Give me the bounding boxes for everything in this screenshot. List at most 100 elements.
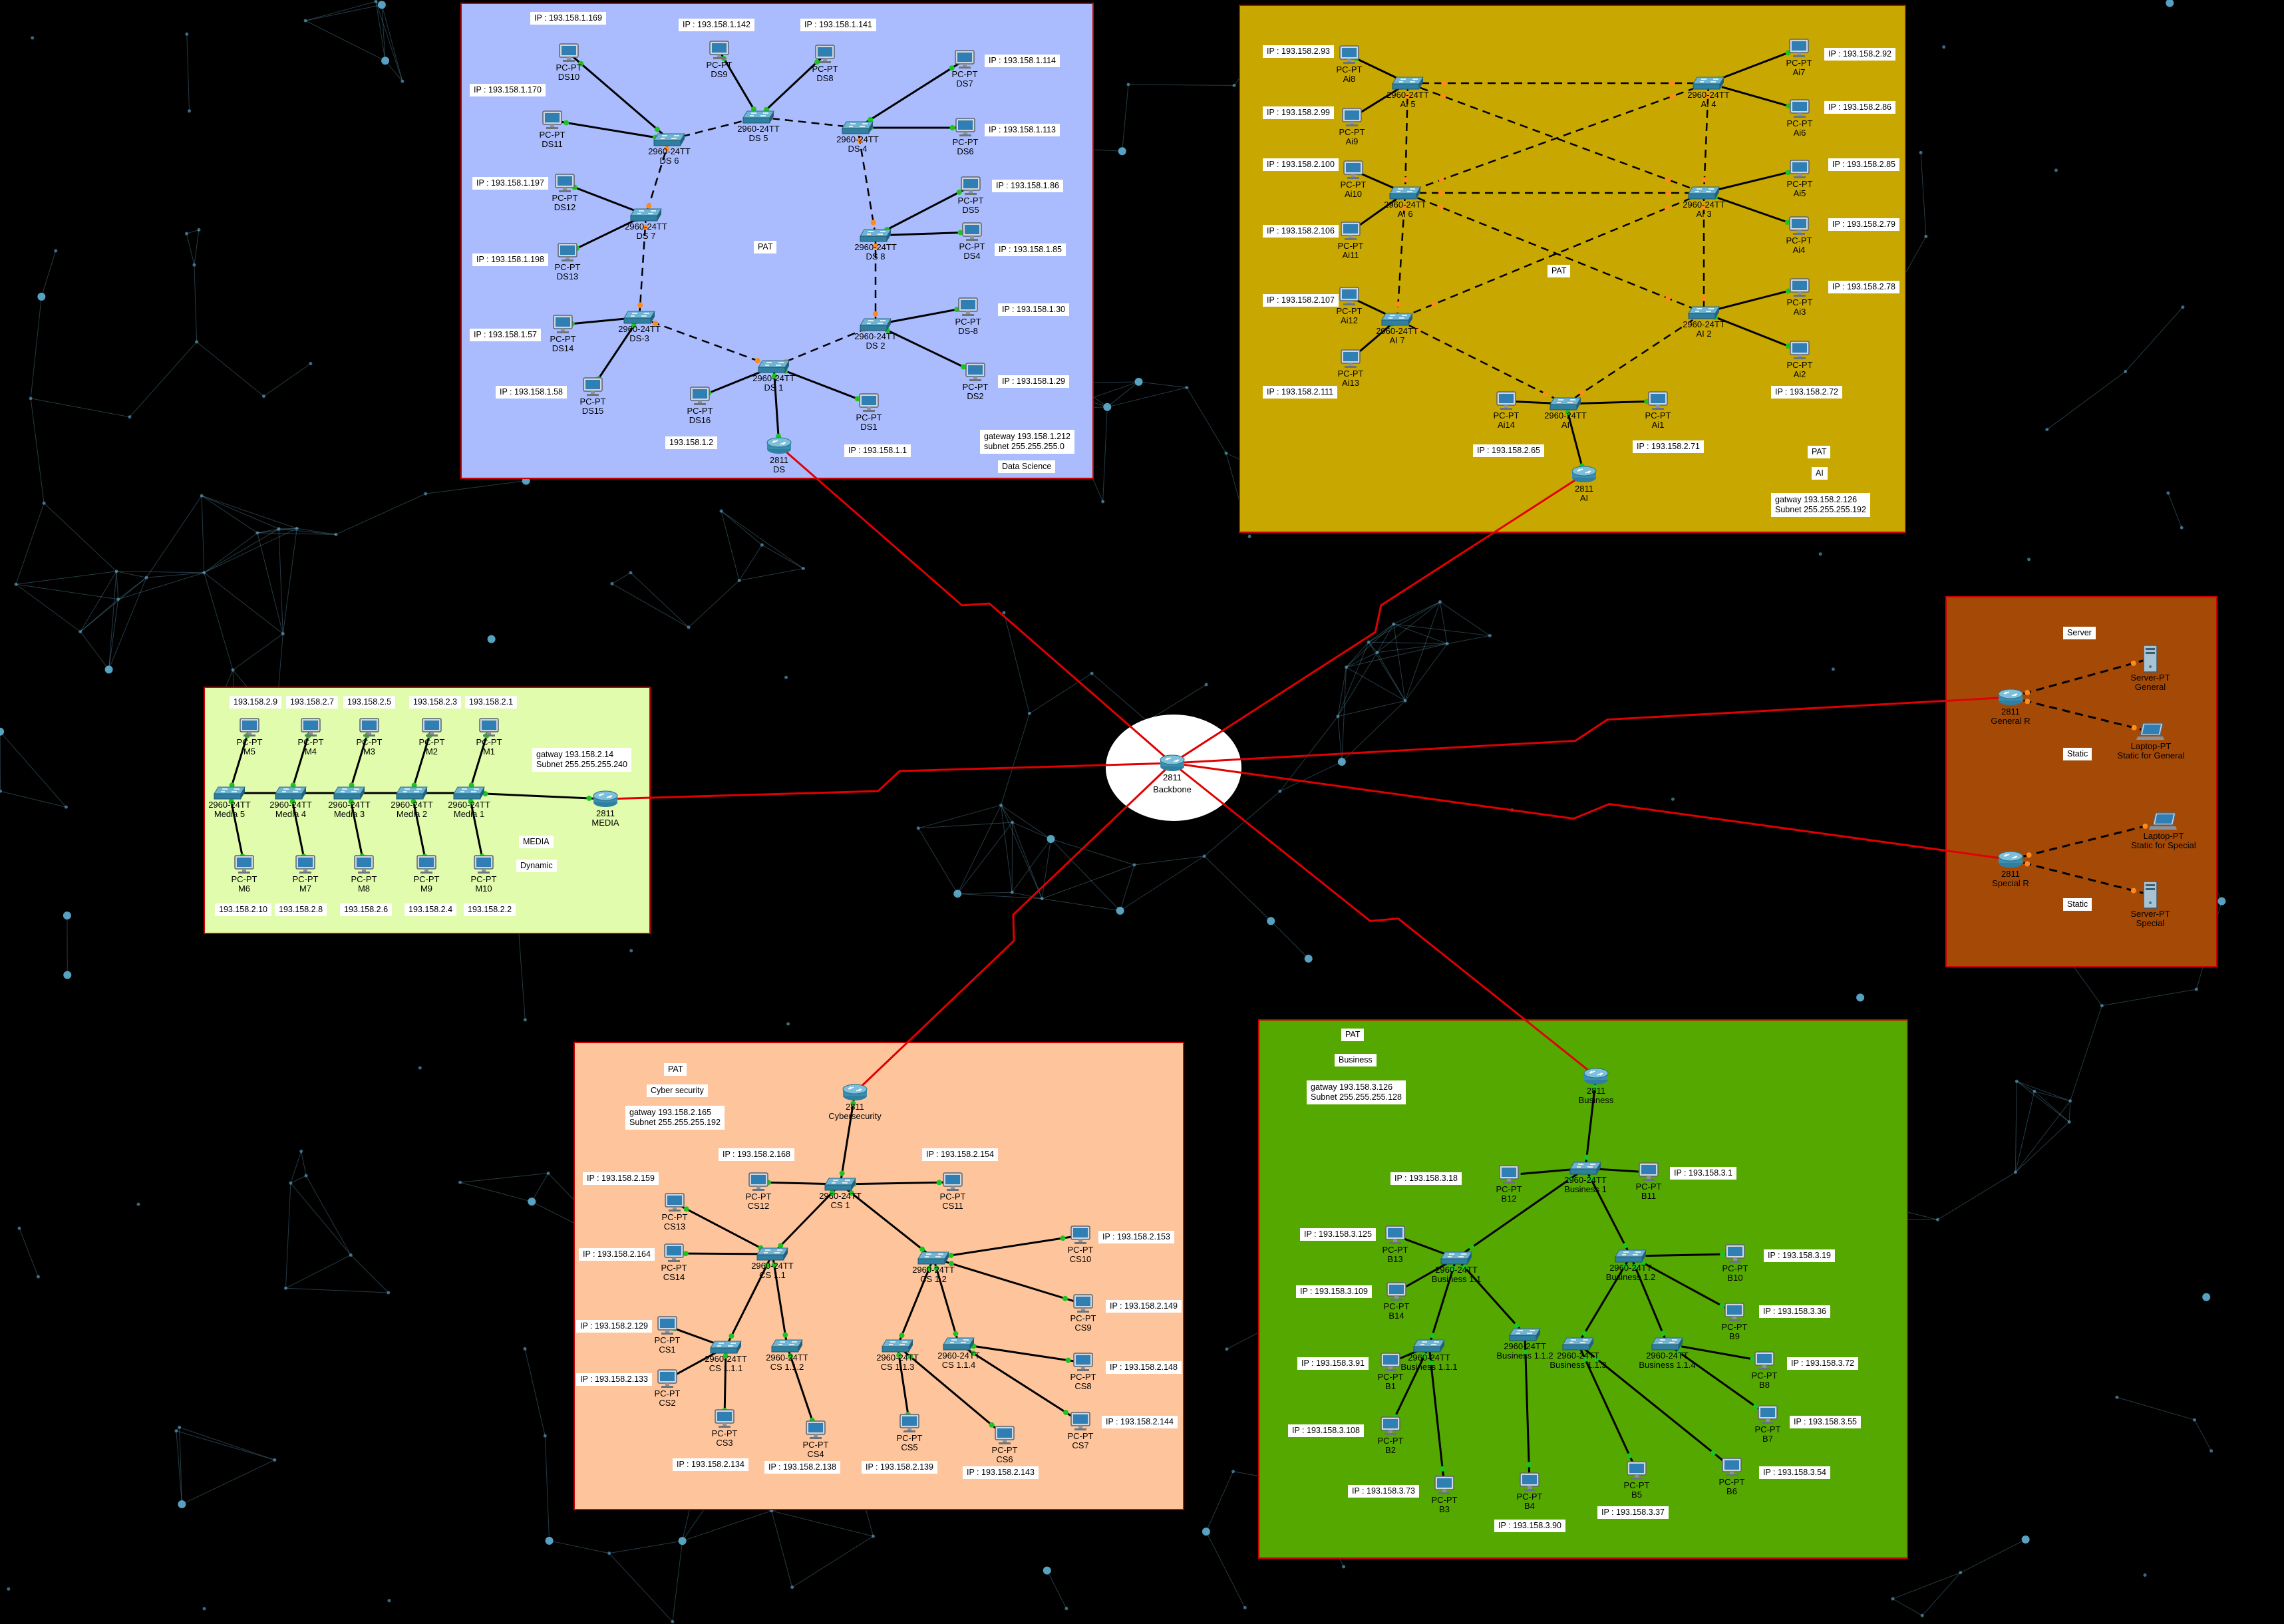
- star-link: [2015, 1091, 2035, 1173]
- star-dot: [2180, 526, 2184, 530]
- star-dot: [14, 582, 18, 586]
- star-link: [19, 1227, 39, 1277]
- star-dot: [1126, 82, 1130, 86]
- star-link: [176, 1430, 275, 1460]
- star-dot: [1231, 1470, 1235, 1474]
- star-dot: [387, 1291, 391, 1295]
- star-link: [257, 532, 283, 634]
- star-dot: [281, 632, 285, 636]
- star-link: [425, 480, 526, 494]
- ip-address-label: IP : 193.158.2.86: [1824, 101, 1895, 114]
- ip-address-label: IP : 193.158.2.65: [1473, 444, 1544, 457]
- star-link: [80, 577, 147, 632]
- star-link: [2017, 1080, 2070, 1102]
- star-link: [263, 363, 311, 397]
- star-dot: [2027, 558, 2031, 562]
- star-dot: [192, 263, 196, 267]
- star-link: [1001, 713, 1030, 806]
- star-dot: [2067, 1120, 2071, 1124]
- star-dot: [1942, 45, 1946, 49]
- star-link: [1921, 1572, 1961, 1616]
- star-link: [1393, 623, 1406, 701]
- ip-address-label: IP : 193.158.3.18: [1390, 1172, 1462, 1185]
- ds-gateway-note: gateway 193.158.1.212 subnet 255.255.255…: [980, 430, 1074, 454]
- ip-address-label: IP : 193.158.2.93: [1263, 45, 1334, 58]
- ip-address-label: IP : 193.158.3.90: [1494, 1520, 1565, 1532]
- star-dot: [255, 531, 259, 535]
- star-link: [381, 5, 386, 61]
- star-dot: [1064, 1607, 1068, 1611]
- ip-address-label: IP : 193.158.3.73: [1348, 1485, 1419, 1498]
- ip-address-label: IP : 193.158.1.197: [472, 177, 548, 190]
- star-link: [257, 532, 336, 535]
- ip-address-label: IP : 193.158.1.142: [679, 19, 754, 31]
- star-link: [2068, 1100, 2071, 1122]
- star-dot: [671, 1620, 675, 1624]
- star-dot: [458, 1180, 462, 1184]
- star-dot: [37, 292, 46, 301]
- star-dot: [309, 361, 313, 365]
- star-link: [15, 503, 45, 585]
- star-link: [305, 20, 386, 61]
- star-dot: [63, 971, 72, 979]
- star-link: [297, 528, 337, 535]
- ip-address-label: IP : 193.158.1.30: [998, 303, 1069, 316]
- star-dot: [418, 1066, 422, 1070]
- ip-address-label: IP : 193.158.2.79: [1828, 218, 1899, 231]
- star-link: [2034, 1090, 2070, 1122]
- star-dot: [2143, 1573, 2147, 1577]
- star-dot: [197, 228, 201, 232]
- star-dot: [1959, 1571, 1963, 1575]
- star-link: [1346, 667, 1406, 701]
- ai-pat-label-2: PAT: [1808, 446, 1831, 458]
- star-dot: [54, 249, 58, 253]
- star-link: [2168, 492, 2182, 528]
- star-dot: [543, 1434, 547, 1438]
- star-dot: [178, 1500, 186, 1508]
- ip-address-label: IP : 193.158.2.139: [862, 1461, 937, 1474]
- ip-address-label: IP : 193.158.2.99: [1263, 106, 1334, 119]
- star-link: [544, 1436, 550, 1541]
- star-dot: [610, 581, 614, 585]
- star-link: [2016, 1080, 2035, 1092]
- star-link: [1107, 387, 1187, 408]
- star-link: [1279, 716, 1339, 792]
- star-link: [350, 1255, 389, 1293]
- star-link: [0, 790, 67, 808]
- star-dot: [200, 494, 204, 498]
- star-link: [2102, 989, 2197, 1007]
- star-link: [204, 528, 279, 573]
- business-zone-caption: Business: [1335, 1054, 1377, 1066]
- star-link: [738, 568, 804, 581]
- star-link: [305, 1175, 351, 1255]
- ip-address-label: IP : 193.158.3.72: [1787, 1357, 1858, 1370]
- ip-address-label: IP : 193.158.2.100: [1263, 158, 1339, 171]
- star-link: [918, 822, 1013, 829]
- star-link: [285, 1255, 351, 1289]
- star-link: [1404, 601, 1440, 701]
- star-dot: [289, 1181, 293, 1185]
